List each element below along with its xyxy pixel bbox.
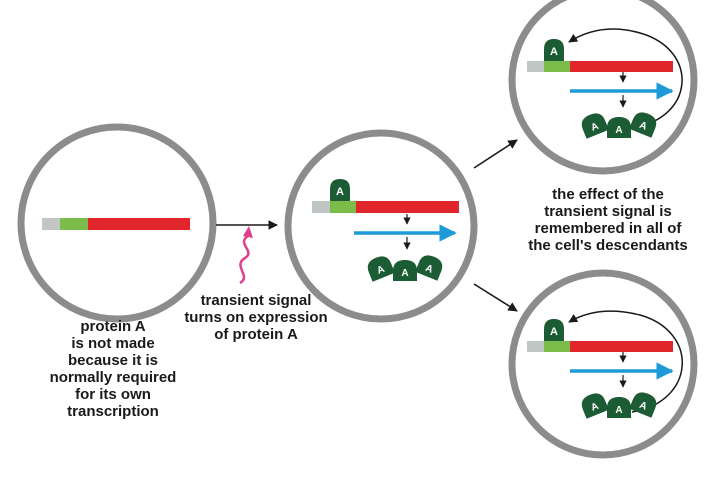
daughter-cell-bottom: A A A A — [508, 269, 698, 459]
daughter-cell-top: A A A A — [508, 0, 698, 175]
svg-text:A: A — [590, 121, 601, 134]
caption-line: the effect of the — [552, 186, 664, 203]
svg-text:A: A — [376, 264, 387, 277]
svg-text:A: A — [550, 46, 558, 58]
caption-line: normally required — [49, 369, 177, 386]
transient-signal-squiggle — [239, 234, 250, 285]
cell-inactive — [17, 123, 217, 323]
svg-text:A: A — [638, 120, 649, 133]
caption-line: transcription — [67, 403, 159, 420]
caption-line: for its own — [75, 386, 151, 403]
caption-line: turns on expression — [184, 309, 328, 326]
svg-text:A: A — [615, 405, 622, 416]
svg-text:A: A — [336, 186, 344, 198]
dna-gray-segment — [312, 201, 330, 213]
svg-text:A: A — [615, 125, 622, 136]
dna-gray-segment — [527, 61, 544, 72]
dna-green-segment — [544, 341, 570, 352]
dna-green-segment — [330, 201, 356, 213]
caption-line: the cell's descendants — [528, 237, 688, 254]
gene-dna — [312, 201, 459, 213]
svg-text:A: A — [590, 401, 601, 414]
svg-text:A: A — [638, 400, 649, 413]
division-arrow-up — [473, 139, 518, 169]
caption-line: is not made — [71, 335, 155, 352]
svg-text:A: A — [550, 326, 558, 338]
svg-text:A: A — [401, 268, 408, 279]
cell-membrane — [508, 269, 698, 459]
caption-line: remembered in all of — [534, 220, 682, 237]
caption-line: transient signal — [200, 292, 312, 309]
dna-red-segment — [88, 218, 190, 230]
caption-line: protein A — [80, 318, 146, 335]
protein-a-products: A A A — [581, 112, 657, 139]
caption-transient-signal: transient signal turns on expression of … — [176, 292, 336, 343]
feedback-loop-arrow — [568, 310, 683, 413]
dna-green-segment — [544, 61, 570, 72]
feedback-loop-arrow — [568, 28, 683, 129]
caption-protein-not-made: protein A is not made because it is norm… — [28, 318, 198, 420]
dna-green-segment — [60, 218, 88, 230]
svg-text:A: A — [424, 263, 435, 276]
gene-dna — [527, 61, 673, 72]
protein-a-products: A A A — [367, 255, 443, 282]
transient-signal-arrowhead — [243, 226, 253, 238]
bound-protein-a: A — [330, 179, 350, 201]
caption-line: transient signal is — [544, 203, 672, 220]
cell-membrane — [508, 0, 698, 175]
caption-effect-remembered: the effect of the transient signal is re… — [508, 186, 708, 254]
dna-gray-segment — [42, 218, 60, 230]
caption-line: of protein A — [214, 326, 298, 343]
dna-gray-segment — [527, 341, 544, 352]
dna-red-segment — [356, 201, 459, 213]
caption-line: because it is — [67, 352, 159, 369]
protein-a-products: A A A — [581, 392, 657, 419]
gene-dna — [42, 218, 190, 230]
division-arrow-down — [473, 283, 518, 312]
cell-active: A A A A — [284, 129, 478, 323]
bound-protein-a: A — [544, 39, 564, 61]
dna-red-segment — [570, 61, 673, 72]
dna-red-segment — [570, 341, 673, 352]
gene-dna — [527, 341, 673, 352]
bound-protein-a: A — [544, 319, 564, 341]
